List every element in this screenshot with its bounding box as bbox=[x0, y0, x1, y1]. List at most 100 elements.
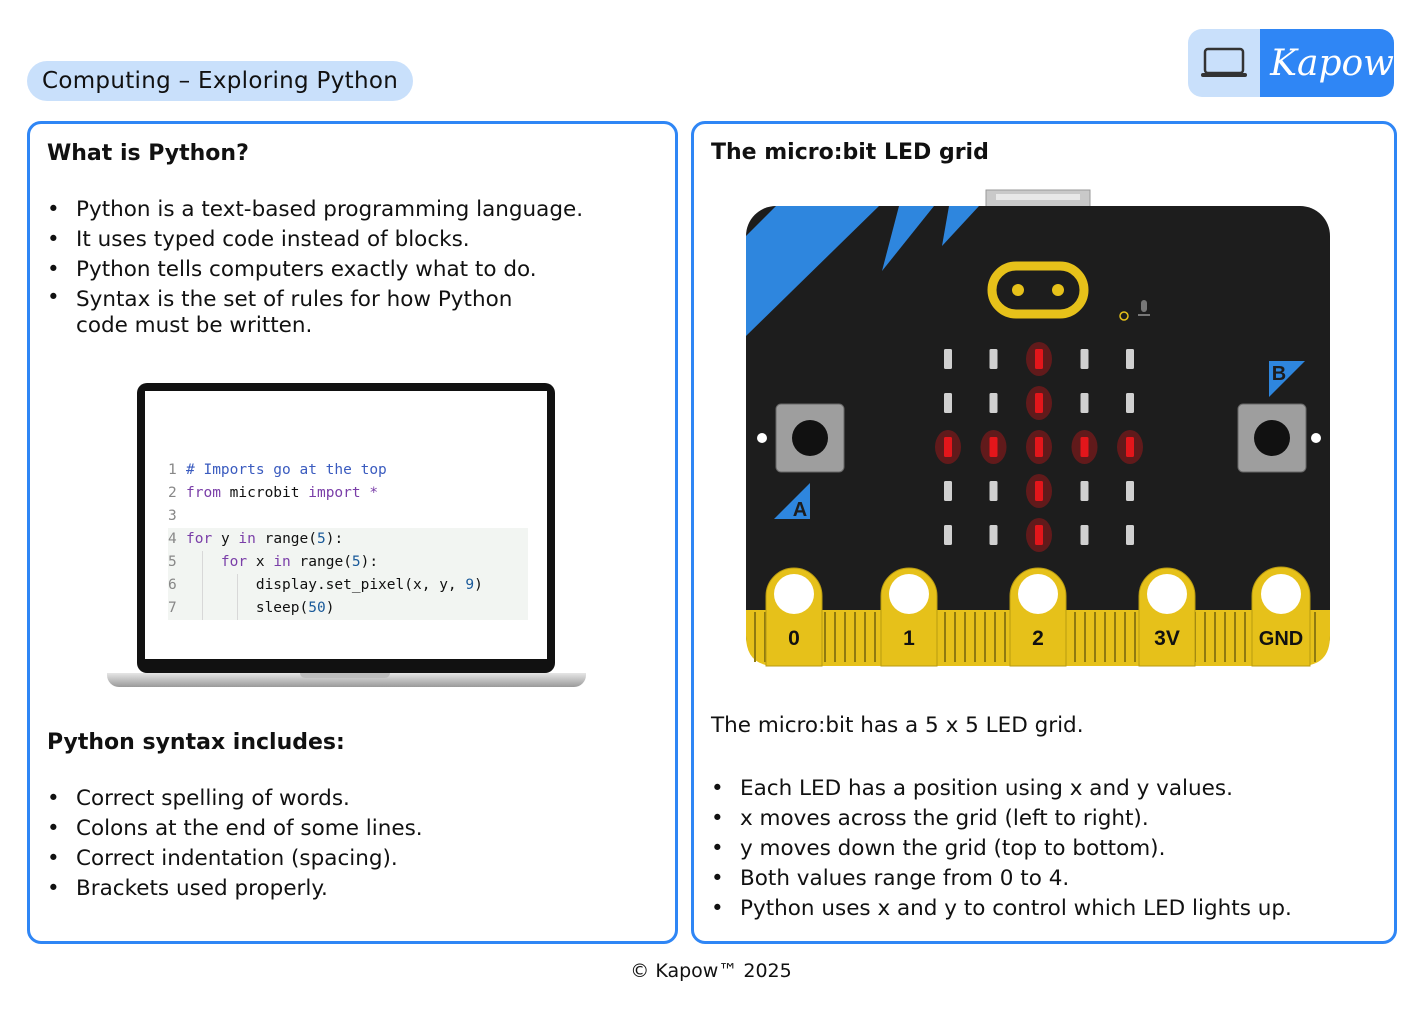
button-a-marker bbox=[774, 483, 810, 519]
edge-contact bbox=[1004, 612, 1006, 662]
edge-contact bbox=[1134, 612, 1136, 662]
laptop-notch bbox=[300, 673, 390, 678]
microbit-bullets: Each LED has a position using x and y va… bbox=[711, 774, 1391, 924]
led-off bbox=[1126, 481, 1134, 501]
code-line: 5 for x in range(5): bbox=[168, 551, 528, 574]
led-off bbox=[944, 525, 952, 545]
edge-contact bbox=[844, 612, 846, 662]
led-on bbox=[1080, 437, 1089, 457]
led-off bbox=[1126, 349, 1134, 369]
led-off bbox=[1126, 393, 1134, 413]
logo-wordmark: Kapow bbox=[1260, 29, 1394, 97]
edge-contact bbox=[1094, 612, 1096, 662]
blue-stripe-accent bbox=[942, 206, 979, 246]
code-line: 6 display.set_pixel(x, y, 9) bbox=[168, 574, 528, 597]
pin-label: 1 bbox=[903, 627, 915, 650]
edge-contact bbox=[994, 612, 996, 662]
microphone-icon bbox=[1138, 300, 1150, 316]
edge-contact bbox=[864, 612, 866, 662]
led-off bbox=[989, 525, 998, 545]
edge-contact bbox=[754, 612, 756, 662]
edge-contact bbox=[1074, 612, 1076, 662]
button-b-marker bbox=[1269, 361, 1305, 397]
code-line: 3 bbox=[168, 508, 177, 524]
pin-label: 3V bbox=[1154, 627, 1180, 650]
led-on bbox=[989, 437, 998, 457]
edge-contact bbox=[954, 612, 956, 662]
list-item: Python uses x and y to control which LED… bbox=[711, 894, 1391, 924]
microbit-intro: The micro:bit has a 5 x 5 LED grid. bbox=[711, 713, 1084, 738]
list-item: Correct spelling of words. bbox=[47, 784, 657, 814]
list-item: Python tells computers exactly what to d… bbox=[47, 255, 657, 285]
pin-hole bbox=[1147, 574, 1187, 614]
led-on bbox=[1035, 393, 1043, 413]
list-item: y moves down the grid (top to bottom). bbox=[711, 834, 1391, 864]
list-item: It uses typed code instead of blocks. bbox=[47, 225, 657, 255]
kapow-logo: Kapow bbox=[1188, 29, 1394, 97]
list-item: Correct indentation (spacing). bbox=[47, 844, 657, 874]
python-bullets: Python is a text-based programming langu… bbox=[47, 195, 657, 339]
led-off bbox=[944, 481, 952, 501]
edge-contact bbox=[944, 612, 946, 662]
edge-contact bbox=[764, 612, 766, 662]
list-item: Both values range from 0 to 4. bbox=[711, 864, 1391, 894]
pin-hole bbox=[1261, 574, 1301, 614]
edge-contact bbox=[854, 612, 856, 662]
edge-contact bbox=[1234, 612, 1236, 662]
copyright-footer: © Kapow™ 2025 bbox=[630, 960, 792, 982]
edge-contact bbox=[1314, 612, 1316, 662]
led-on bbox=[1035, 437, 1043, 457]
syntax-heading: Python syntax includes: bbox=[47, 730, 345, 755]
blue-stripe-accent bbox=[882, 206, 934, 271]
laptop-icon bbox=[1188, 29, 1261, 97]
edge-contact bbox=[964, 612, 966, 662]
led-off bbox=[944, 349, 952, 369]
list-item: Brackets used properly. bbox=[47, 874, 657, 904]
led-on bbox=[944, 437, 952, 457]
led-off bbox=[1080, 525, 1089, 545]
edge-contact bbox=[1224, 612, 1226, 662]
microbit-panel: The micro:bit LED grid A bbox=[691, 121, 1397, 944]
list-item: Colons at the end of some lines. bbox=[47, 814, 657, 844]
pin-label: 0 bbox=[788, 627, 800, 650]
microbit-logo bbox=[987, 261, 1089, 319]
led-off bbox=[989, 349, 998, 369]
led-off bbox=[1126, 525, 1134, 545]
code-line: 1# Imports go at the top bbox=[168, 462, 387, 478]
code-line: 7 sleep(50) bbox=[168, 597, 528, 620]
edge-contact bbox=[1204, 612, 1206, 662]
led-off bbox=[1080, 349, 1089, 369]
list-item: Each LED has a position using x and y va… bbox=[711, 774, 1391, 804]
syntax-bullets: Correct spelling of words. Colons at the… bbox=[47, 784, 657, 904]
edge-contact bbox=[974, 612, 976, 662]
page-title: Computing – Exploring Python bbox=[27, 61, 414, 101]
button-b: B bbox=[1237, 361, 1321, 473]
list-item: Python is a text-based programming langu… bbox=[47, 195, 657, 225]
led-grid bbox=[935, 342, 1143, 552]
blue-corner-accent bbox=[746, 206, 879, 336]
edge-contact bbox=[874, 612, 876, 662]
python-heading: What is Python? bbox=[47, 141, 249, 166]
list-item: x moves across the grid (left to right). bbox=[711, 804, 1391, 834]
edge-contact bbox=[824, 612, 826, 662]
edge-contact bbox=[1244, 612, 1246, 662]
led-on bbox=[1035, 349, 1043, 369]
led-off bbox=[989, 481, 998, 501]
edge-contact bbox=[834, 612, 836, 662]
microbit-heading: The micro:bit LED grid bbox=[711, 140, 989, 165]
board-body bbox=[746, 206, 1330, 666]
edge-contact bbox=[984, 612, 986, 662]
button-a-label: A bbox=[793, 499, 807, 521]
edge-contact bbox=[1124, 612, 1126, 662]
led-off bbox=[1080, 393, 1089, 413]
button-a: A bbox=[757, 403, 845, 521]
edge-contact bbox=[1114, 612, 1116, 662]
led-on bbox=[1035, 481, 1043, 501]
edge-contact bbox=[1084, 612, 1086, 662]
